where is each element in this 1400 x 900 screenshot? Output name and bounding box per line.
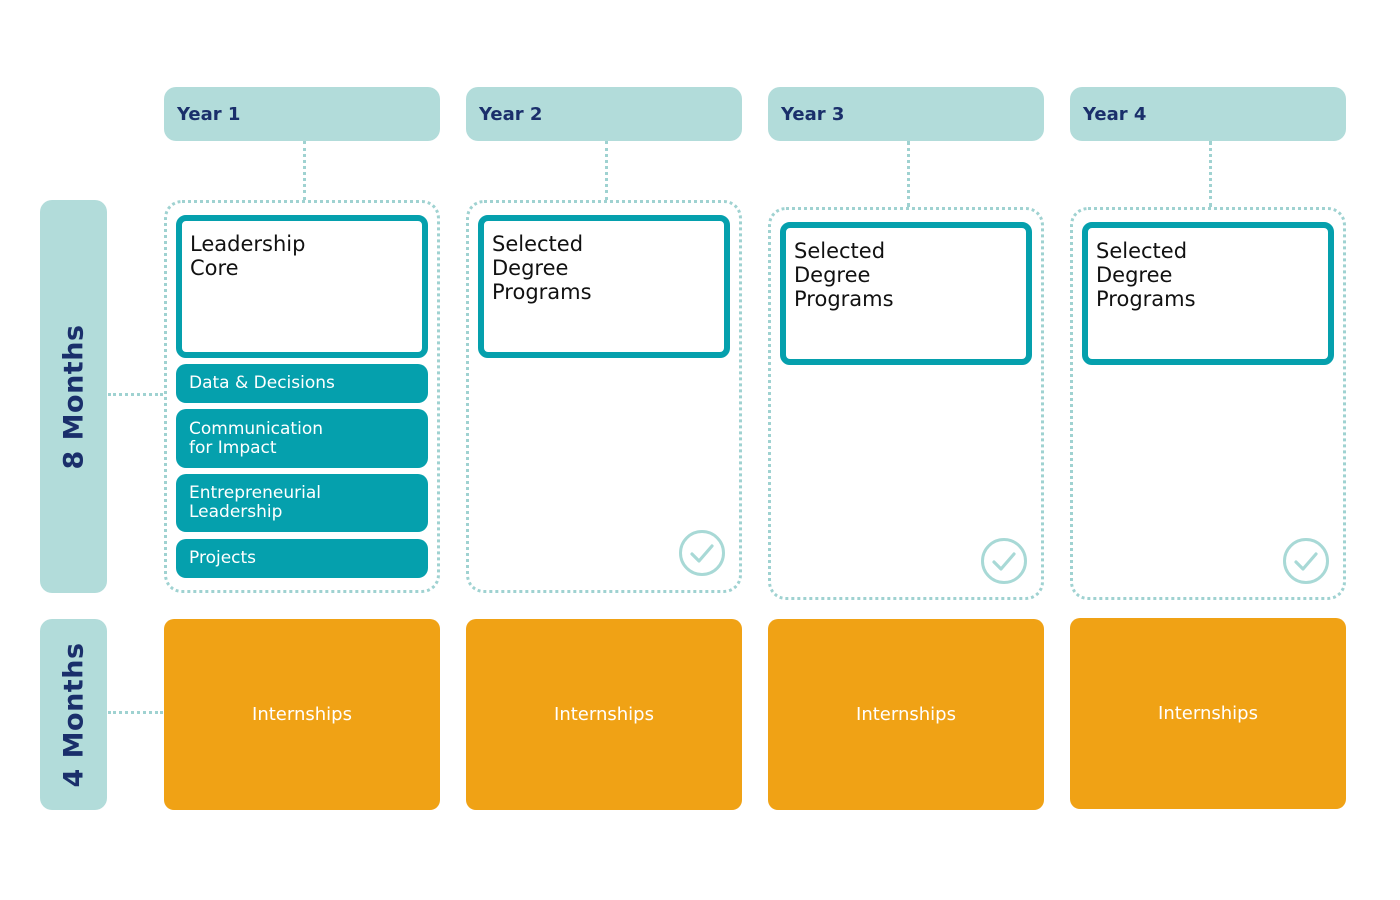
leadership-core-box: Leadership Core — [176, 215, 428, 358]
row-label-4-months: 4 Months — [40, 619, 107, 810]
year-label: Year 1 — [177, 104, 241, 125]
internship-label: Internships — [252, 704, 352, 725]
internship-block-2: Internships — [466, 619, 742, 810]
check-circle-icon — [981, 538, 1027, 584]
module-communication: Communication for Impact — [176, 409, 428, 468]
check-circle-icon — [679, 530, 725, 576]
degree-programs-box: Selected Degree Programs — [780, 222, 1032, 365]
year-label: Year 2 — [479, 104, 543, 125]
degree-text-line: Selected — [1096, 239, 1188, 263]
module-label: Projects — [189, 548, 257, 568]
row-label-8-months: 8 Months — [40, 200, 107, 593]
row-label-text: 8 Months — [58, 323, 89, 470]
module-projects: Projects — [176, 539, 428, 578]
module-label: Entrepreneurial — [189, 483, 321, 503]
module-label: Data & Decisions — [189, 373, 335, 393]
connector-8-months — [108, 393, 163, 396]
degree-programs-box: Selected Degree Programs — [478, 215, 730, 358]
internship-label: Internships — [554, 704, 654, 725]
degree-text-line: Degree — [492, 256, 569, 280]
degree-text-line: Selected — [492, 232, 584, 256]
module-label: Leadership — [189, 502, 283, 522]
internship-block-4: Internships — [1070, 618, 1346, 809]
module-data-decisions: Data & Decisions — [176, 364, 428, 403]
degree-text-line: Programs — [492, 280, 592, 304]
internship-block-3: Internships — [768, 619, 1044, 810]
module-entrepreneurial: Entrepreneurial Leadership — [176, 474, 428, 532]
year-header-1: Year 1 — [164, 87, 440, 141]
year-header-3: Year 3 — [768, 87, 1044, 141]
degree-programs-box: Selected Degree Programs — [1082, 222, 1334, 365]
row-label-text: 4 Months — [58, 641, 89, 788]
module-label: for Impact — [189, 437, 277, 458]
degree-text-line: Selected — [794, 239, 886, 263]
degree-text-line: Degree — [1096, 263, 1173, 287]
check-circle-icon — [1283, 538, 1329, 584]
degree-text-line: Programs — [794, 287, 894, 311]
internship-label: Internships — [856, 704, 956, 725]
internship-label: Internships — [1158, 703, 1258, 724]
connector-year-2 — [605, 141, 608, 200]
degree-text-line: Programs — [1096, 287, 1196, 311]
year-header-2: Year 2 — [466, 87, 742, 141]
internship-block-1: Internships — [164, 619, 440, 810]
year-label: Year 4 — [1083, 104, 1147, 125]
connector-year-3 — [907, 141, 910, 207]
year-label: Year 3 — [781, 104, 845, 125]
connector-year-1 — [303, 141, 306, 200]
degree-text-line: Degree — [794, 263, 871, 287]
connector-year-4 — [1209, 141, 1212, 207]
module-label: Communication — [189, 418, 323, 439]
connector-4-months — [108, 711, 163, 714]
core-text-line: Core — [190, 256, 239, 280]
core-text-line: Leadership — [190, 232, 306, 256]
year-header-4: Year 4 — [1070, 87, 1346, 141]
